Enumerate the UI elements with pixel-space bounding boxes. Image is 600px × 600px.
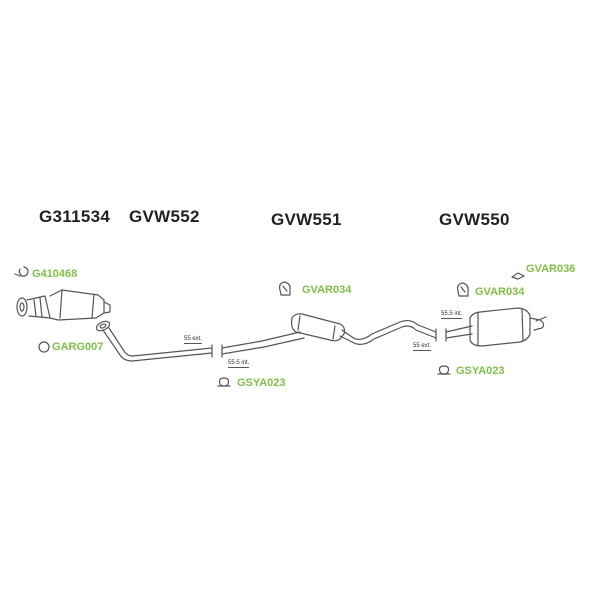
accessory-code-sleeve-clamp-2: GSYA023	[456, 365, 505, 377]
dimension-front-ext: 55 ext.	[184, 336, 203, 344]
front-pipe-drawing	[95, 320, 213, 362]
mount-icon-rear	[456, 282, 469, 297]
catalyst-drawing	[16, 289, 111, 321]
dimension-front-int: 55.5 int.	[228, 360, 250, 368]
accessory-code-mount-rear: GVAR034	[475, 286, 525, 298]
accessory-code-clamp: G410468	[32, 268, 78, 280]
sleeve-clamp-icon-2	[437, 365, 451, 375]
accessory-code-bracket: GVAR036	[526, 263, 576, 275]
dimension-rear-int: 55.5 int.	[441, 311, 463, 319]
part-code-catalyst: G311534	[39, 207, 111, 226]
part-code-front-pipe: GVW552	[129, 207, 200, 226]
dimension-rear-ext: 55 ext.	[413, 343, 432, 351]
rear-box-drawing	[445, 307, 547, 347]
accessory-code-mount-mid: GVAR034	[302, 284, 352, 296]
part-code-rear-box: GVW550	[439, 210, 510, 229]
accessory-code-gasket: GARG007	[52, 341, 104, 353]
mount-icon-mid	[278, 281, 291, 296]
accessory-code-sleeve-clamp-1: GSYA023	[237, 377, 286, 389]
part-code-centre-section: GVW551	[271, 210, 342, 229]
sleeve-clamp-icon-1	[217, 377, 231, 387]
centre-section-drawing	[221, 313, 437, 358]
clamp-icon-drawing	[14, 266, 29, 277]
